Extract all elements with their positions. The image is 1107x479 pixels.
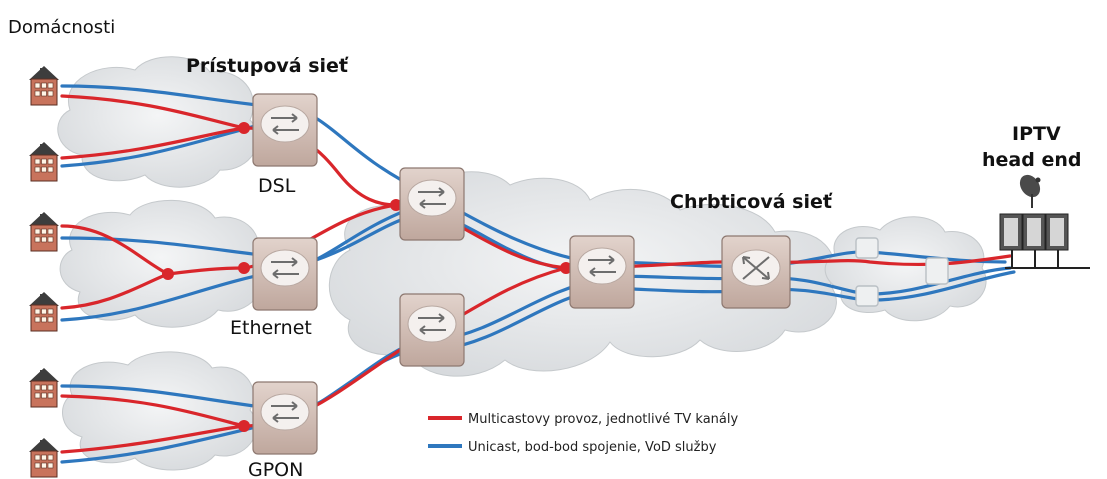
edge-node-icon	[855, 237, 949, 307]
gpon-label: GPON	[248, 459, 303, 479]
house-icon	[28, 367, 60, 408]
house-icon	[28, 211, 60, 252]
router-icon	[721, 235, 791, 309]
house-icon	[28, 141, 60, 182]
house-icon	[28, 65, 60, 106]
router-icon	[252, 93, 318, 167]
headend-label-line1: IPTV	[1012, 123, 1061, 145]
house-icon	[28, 437, 60, 478]
server-icon	[999, 213, 1090, 269]
satellite-dish-icon	[1019, 174, 1041, 208]
router-icon	[252, 381, 318, 455]
junction-dots	[162, 122, 572, 432]
cloud-icon	[59, 199, 263, 328]
legend-item-unicast: Unicast, bod-bod spojenie, VoD služby	[468, 440, 717, 455]
cloud-icon	[824, 216, 987, 322]
cloud-icon	[62, 351, 257, 471]
access-network-label: Prístupová sieť	[186, 55, 349, 77]
router-icon	[399, 167, 465, 241]
headend-label-line2: head end	[982, 149, 1081, 171]
house-icon	[28, 291, 60, 332]
ethernet-label: Ethernet	[230, 317, 312, 339]
legend: Multicastovy provoz, jednotlivé TV kanál…	[428, 412, 738, 455]
households-label: Domácnosti	[8, 17, 115, 38]
dsl-label: DSL	[258, 175, 296, 197]
router-icon	[569, 235, 635, 309]
legend-item-multicast: Multicastovy provoz, jednotlivé TV kanál…	[468, 412, 738, 427]
router-icon	[399, 293, 465, 367]
router-icon	[252, 237, 318, 311]
backbone-label: Chrbticová sieť	[670, 191, 833, 213]
